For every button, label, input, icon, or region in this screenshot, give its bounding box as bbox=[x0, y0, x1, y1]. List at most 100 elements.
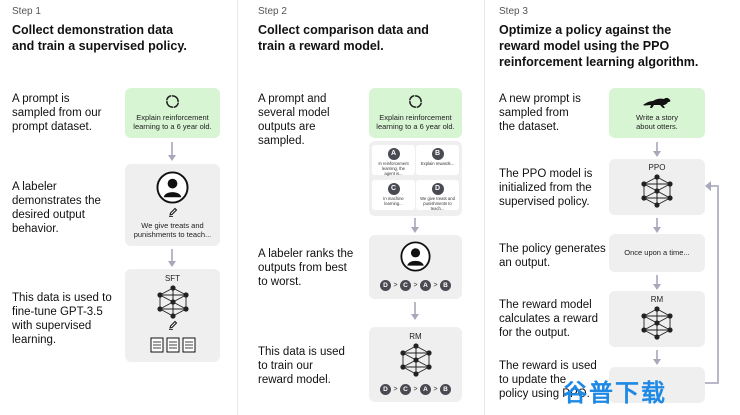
arrow-down-icon bbox=[653, 284, 661, 290]
text-line: an output. bbox=[499, 257, 551, 269]
rank-separator: > bbox=[433, 281, 438, 289]
rank-badge: B bbox=[440, 279, 451, 291]
text-line: learning to a 6 year old. bbox=[133, 122, 212, 131]
text-line: fine-tune GPT-3.5 bbox=[12, 306, 103, 318]
step2-outputs-card: A In reinforcement learning, the agent i… bbox=[369, 141, 462, 216]
step3-desc-output: The policy generates an output. bbox=[499, 242, 606, 270]
text-line: initialized from the bbox=[499, 182, 592, 194]
step3-prompt-card: Write a story about otters. bbox=[609, 88, 705, 138]
text-line: to worst. bbox=[258, 276, 302, 288]
step3-output-card: Once upon a time... bbox=[609, 234, 705, 272]
text-line: We give treats and bbox=[420, 196, 455, 201]
text-line: The reward is used bbox=[499, 360, 597, 372]
arrow-down-icon bbox=[411, 314, 419, 320]
refresh-icon bbox=[166, 95, 179, 108]
text-line: In machine bbox=[383, 196, 404, 201]
text-line: This data is used bbox=[258, 346, 345, 358]
text-line: A prompt is bbox=[12, 93, 70, 105]
arrow-line bbox=[656, 218, 658, 228]
text-line: teach... bbox=[430, 206, 445, 211]
otter-icon bbox=[643, 97, 671, 108]
rank-badge: B bbox=[440, 383, 451, 395]
text-line: several model bbox=[258, 107, 330, 119]
step3-heading-line1: Optimize a policy against the bbox=[499, 23, 672, 37]
text-line: about otters. bbox=[636, 122, 678, 131]
refresh-icon bbox=[409, 95, 422, 108]
step2-desc-train: This data is used to train our reward mo… bbox=[258, 345, 345, 387]
column-divider bbox=[237, 0, 238, 415]
step1-heading-line2: and train a supervised policy. bbox=[12, 39, 187, 53]
rank-badge: C bbox=[400, 279, 411, 291]
arrow-line bbox=[171, 142, 173, 156]
arrow-line bbox=[656, 350, 658, 360]
text-line: outputs from best bbox=[258, 262, 347, 274]
rank-badge: D bbox=[380, 383, 391, 395]
text-line: policy using PPO. bbox=[499, 388, 590, 400]
text-line: In reinforcement bbox=[378, 161, 409, 166]
text-line: The policy generates bbox=[499, 243, 606, 255]
step3-label: Step 3 bbox=[499, 6, 528, 17]
text-line: behavior. bbox=[12, 223, 59, 235]
text-line: for the output. bbox=[499, 327, 570, 339]
step3-heading-line3: reinforcement learning algorithm. bbox=[499, 55, 699, 69]
text-line: sampled from bbox=[499, 107, 569, 119]
step3-column: Step 3 Optimize a policy against the rew… bbox=[485, 0, 740, 415]
text-line: The reward model bbox=[499, 299, 592, 311]
text-line: demonstrates the bbox=[12, 195, 101, 207]
step1-heading: Collect demonstration data and train a s… bbox=[12, 22, 187, 54]
output-d: D We give treats and punishments to teac… bbox=[416, 180, 459, 211]
step2-heading: Collect comparison data and train a rewa… bbox=[258, 22, 429, 54]
step2-desc-rank: A labeler ranks the outputs from best to… bbox=[258, 247, 353, 289]
step1-desc-labeler: A labeler demonstrates the desired outpu… bbox=[12, 180, 101, 236]
watermark-logo: 谷普下载 bbox=[563, 378, 683, 410]
rank-separator: > bbox=[413, 385, 418, 393]
arrow-line bbox=[171, 249, 173, 262]
rank-separator: > bbox=[393, 385, 398, 393]
text-line: prompt dataset. bbox=[12, 121, 92, 133]
prompt-text: Write a story about otters. bbox=[609, 113, 705, 131]
watermark-text: 谷普下载 bbox=[563, 380, 667, 407]
step2-label: Step 2 bbox=[258, 6, 287, 17]
output-a: A In reinforcement learning, the agent i… bbox=[372, 145, 415, 176]
step3-desc-update: The reward is used to update the policy … bbox=[499, 359, 597, 401]
output-text: Explain rewards... bbox=[418, 161, 457, 166]
text-line: Explain rewards... bbox=[420, 161, 455, 166]
ppo-label: PPO bbox=[648, 163, 666, 172]
arrow-line bbox=[656, 275, 658, 285]
output-letter: D bbox=[431, 183, 444, 195]
text-line: learning. bbox=[12, 334, 57, 346]
person-icon bbox=[156, 171, 189, 204]
step3-ppo-card: PPO bbox=[609, 159, 705, 215]
step3-heading-line2: reward model using the PPO bbox=[499, 39, 670, 53]
text-line: Write a story bbox=[636, 113, 678, 122]
text-line: the dataset. bbox=[499, 121, 560, 133]
step3-desc-reward: The reward model calculates a reward for… bbox=[499, 298, 598, 340]
step2-ranking-card: D > C > A > B bbox=[369, 235, 462, 299]
text-line: punishments to bbox=[423, 201, 452, 206]
step1-prompt-card: Explain reinforcement learning to a 6 ye… bbox=[125, 88, 220, 138]
text-line: learning... bbox=[384, 201, 403, 206]
step3-reward-card bbox=[609, 367, 705, 403]
step3-desc-prompt: A new prompt is sampled from the dataset… bbox=[499, 92, 581, 134]
text-line: outputs are bbox=[258, 121, 316, 133]
rank-badge: C bbox=[400, 383, 411, 395]
text-line: Explain reinforcement bbox=[136, 113, 209, 122]
text-line: We give treats and bbox=[141, 221, 204, 230]
output-letter: A bbox=[387, 148, 400, 160]
step2-column: Step 2 Collect comparison data and train… bbox=[239, 0, 483, 415]
text-line: reward model. bbox=[258, 374, 331, 386]
step2-desc-sample: A prompt and several model outputs are s… bbox=[258, 92, 330, 148]
output-text: Once upon a time... bbox=[624, 248, 690, 257]
step3-rm-card: RM bbox=[609, 291, 705, 347]
step1-labeler-card: We give treats and punishments to teach.… bbox=[125, 164, 220, 246]
output-c: C In machine learning... bbox=[372, 180, 415, 210]
prompt-text: Explain reinforcement learning to a 6 ye… bbox=[369, 113, 462, 131]
text-line: supervised policy. bbox=[499, 196, 590, 208]
output-letter: C bbox=[387, 183, 400, 195]
demo-text: We give treats and punishments to teach.… bbox=[125, 221, 220, 239]
text-line: to train our bbox=[258, 360, 313, 372]
text-line: The PPO model is bbox=[499, 168, 593, 180]
output-text: In reinforcement learning, the agent is.… bbox=[374, 161, 413, 176]
rank-separator: > bbox=[433, 385, 438, 393]
prompt-text: Explain reinforcement learning to a 6 ye… bbox=[125, 113, 220, 131]
